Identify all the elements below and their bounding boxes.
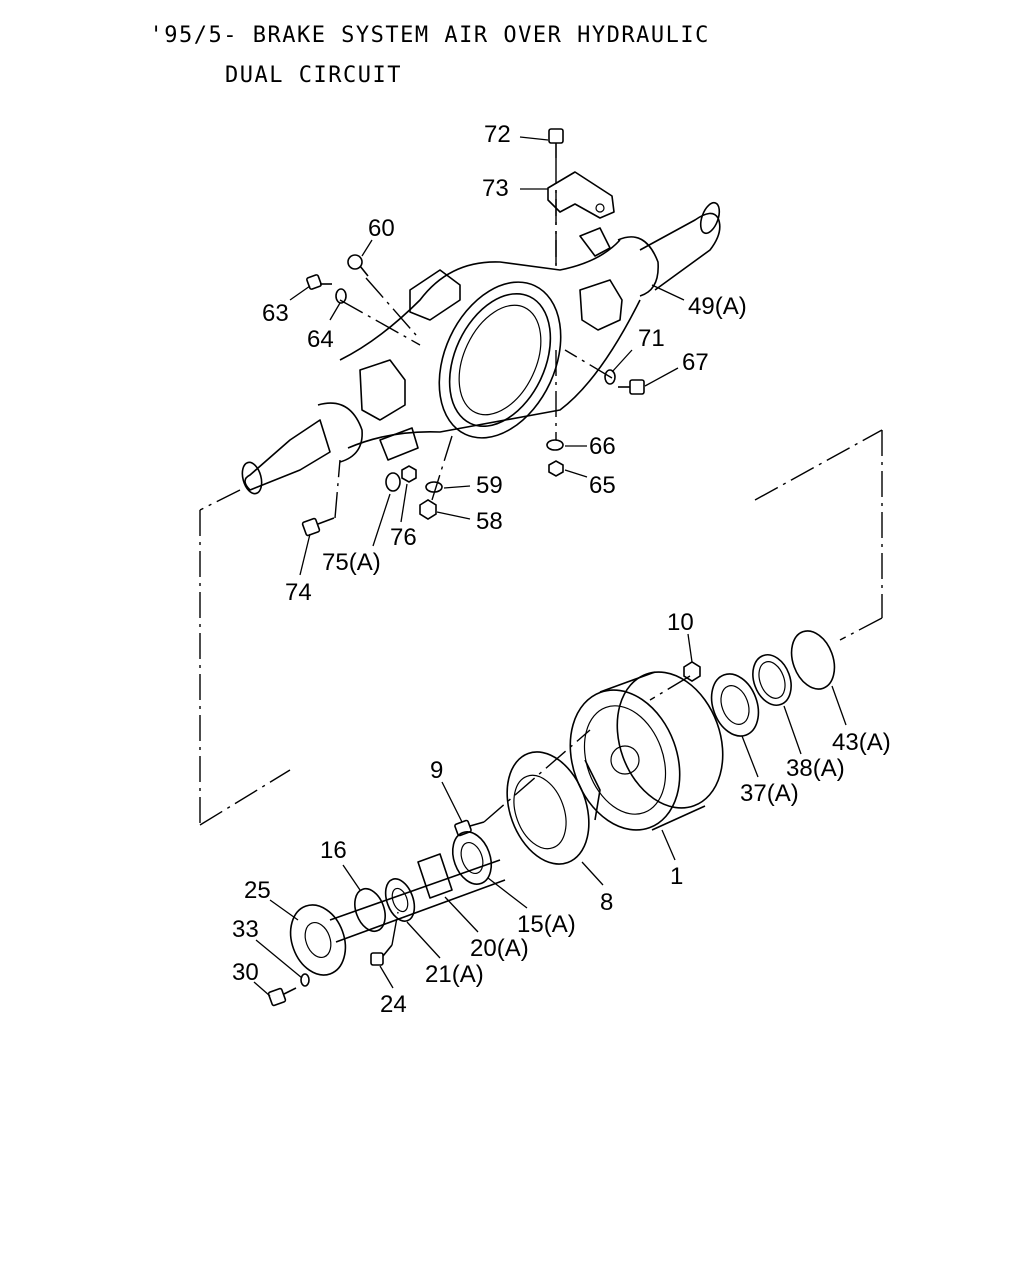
seal-part-20	[417, 853, 453, 899]
callout-43: 43(A)	[832, 729, 891, 756]
washer-part-64	[335, 288, 347, 304]
callout-64: 64	[307, 326, 334, 353]
retainer-part-16	[354, 887, 386, 933]
bolt-part-74	[301, 517, 335, 537]
diagram-title: '95/5- BRAKE SYSTEM AIR OVER HYDRAULIC D…	[120, 6, 710, 106]
callout-24: 24	[380, 991, 407, 1018]
axle-housing	[241, 201, 721, 495]
callout-38: 38(A)	[786, 755, 845, 782]
axle-shaft-part-25	[289, 859, 506, 976]
callout-74: 74	[285, 579, 312, 606]
callout-66: 66	[589, 433, 616, 460]
bracket-part-73	[547, 171, 615, 219]
leader-lines	[253, 136, 847, 997]
callout-72: 72	[484, 121, 511, 148]
callout-8: 8	[600, 889, 613, 916]
washer-part-71	[604, 369, 616, 385]
callout-76: 76	[390, 524, 417, 551]
callout-1: 1	[670, 863, 683, 890]
bearing-part-37	[710, 673, 760, 737]
callout-67: 67	[682, 349, 709, 376]
bolt-part-67	[618, 379, 645, 395]
bolt-part-72	[548, 128, 564, 158]
callout-73: 73	[482, 175, 509, 202]
callout-labels: 72 73 60 63 64 49(A) 71 67 66 65 59 58 7…	[232, 121, 891, 1018]
callout-16: 16	[320, 837, 347, 864]
washer-part-66	[546, 439, 564, 451]
callout-58: 58	[476, 508, 503, 535]
nut-part-65	[548, 460, 564, 477]
brake-drum-part-1	[569, 671, 724, 831]
nut-part-76	[401, 465, 417, 483]
callout-75: 75(A)	[322, 549, 381, 576]
callout-59: 59	[476, 472, 503, 499]
bolt-part-60	[347, 254, 369, 277]
oil-seal-part-38	[752, 654, 792, 706]
title-line-2: DUAL CIRCUIT	[225, 63, 402, 88]
snap-ring-part-43	[790, 630, 836, 690]
callout-15: 15(A)	[517, 911, 576, 938]
bolt-part-30	[267, 987, 297, 1007]
callout-37: 37(A)	[740, 780, 799, 807]
washer-part-75	[385, 472, 401, 492]
callout-25: 25	[244, 877, 271, 904]
bearing-part-15	[451, 831, 493, 885]
nut-part-58	[419, 499, 437, 520]
center-lines	[199, 158, 883, 946]
callout-49: 49(A)	[688, 293, 747, 320]
callout-33: 33	[232, 916, 259, 943]
callout-21: 21(A)	[425, 961, 484, 988]
washer-part-59	[425, 481, 443, 493]
stud-part-9	[454, 819, 485, 837]
callout-60: 60	[368, 215, 395, 242]
lock-plate-part-21	[384, 878, 416, 922]
bolt-part-24	[370, 944, 393, 966]
callout-20: 20(A)	[470, 935, 529, 962]
callout-65: 65	[589, 472, 616, 499]
callout-10: 10	[667, 609, 694, 636]
bolt-part-63	[306, 274, 332, 290]
callout-30: 30	[232, 959, 259, 986]
callout-71: 71	[638, 325, 665, 352]
title-line-1: '95/5- BRAKE SYSTEM AIR OVER HYDRAULIC	[149, 23, 710, 48]
hub-part-8	[506, 751, 601, 865]
callout-63: 63	[262, 300, 289, 327]
washer-part-33	[300, 973, 310, 987]
callout-9: 9	[430, 757, 443, 784]
